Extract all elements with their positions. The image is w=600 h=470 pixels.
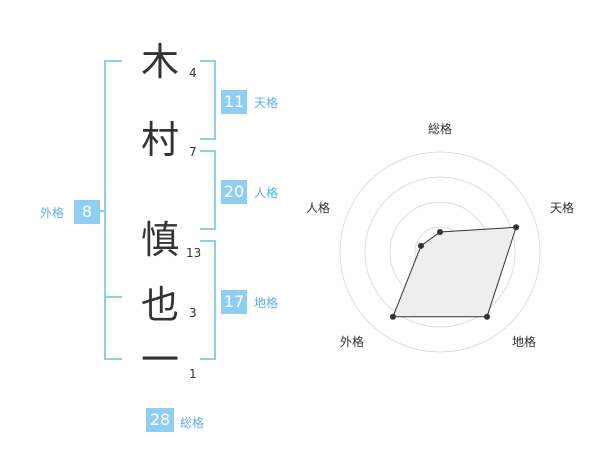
stroke-count-4: 3 — [189, 306, 197, 320]
jinkaku-label: 人格 — [254, 186, 279, 200]
stroke-count-2: 7 — [189, 145, 197, 159]
name-char-5: 一 — [140, 338, 179, 382]
jinkaku-bracket — [200, 150, 216, 230]
radar-chart: 総格 天格 地格 外格 人格 — [306, 121, 574, 353]
axis-label-gaikaku: 外格 — [340, 334, 364, 349]
name-char-2: 村 — [140, 118, 179, 162]
soukaku-badge: 28 — [146, 408, 174, 432]
gaikaku-bracket-mid — [104, 296, 122, 298]
radar-point — [513, 224, 520, 231]
radar-points — [389, 224, 520, 320]
axis-label-tenkaku: 天格 — [550, 200, 574, 215]
axis-label-chikaku: 地格 — [512, 334, 536, 349]
gaikaku-bracket-tick — [96, 210, 106, 212]
gaikaku-label: 外格 — [40, 206, 65, 220]
stroke-count-3: 13 — [186, 246, 202, 260]
stroke-count-1: 4 — [189, 66, 197, 80]
chikaku-label: 地格 — [254, 296, 279, 310]
radar-point — [484, 313, 491, 320]
soukaku-label: 総格 — [180, 416, 205, 430]
tenkaku-bracket — [200, 60, 216, 140]
radar-point — [437, 229, 443, 235]
radar-ring — [339, 151, 541, 353]
axis-label-jinkaku: 人格 — [306, 200, 330, 215]
radar-point — [417, 242, 424, 249]
radar-polygon — [392, 226, 517, 318]
radar-point — [389, 313, 396, 320]
jinkaku-badge: 20 — [221, 180, 247, 204]
name-char-3: 慎 — [140, 218, 179, 262]
name-char-1: 木 — [140, 40, 179, 84]
chikaku-bracket — [200, 240, 216, 360]
chikaku-badge: 17 — [221, 290, 247, 314]
gaikaku-badge: 8 — [74, 200, 100, 224]
name-char-4: 也 — [140, 283, 179, 327]
gaikaku-bracket — [104, 60, 122, 360]
axis-label-soukaku: 総格 — [428, 121, 452, 136]
tenkaku-badge: 11 — [221, 90, 247, 114]
radar-ring — [364, 176, 516, 328]
stroke-count-5: 1 — [189, 367, 197, 381]
tenkaku-label: 天格 — [254, 96, 279, 110]
